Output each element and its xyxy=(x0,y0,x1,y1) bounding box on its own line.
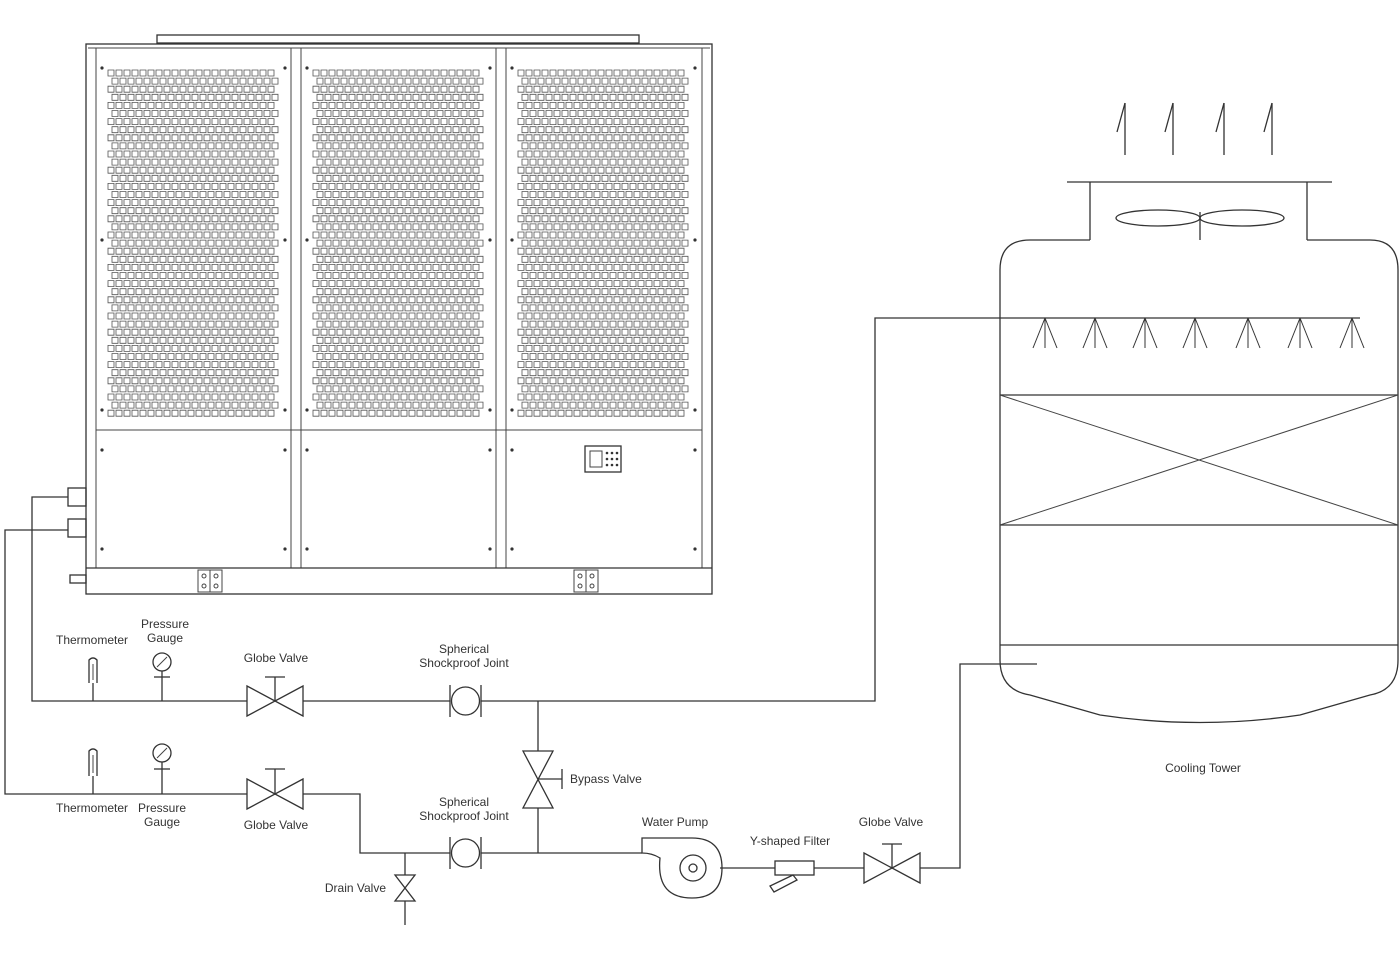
spray-nozzle-icon xyxy=(1235,317,1261,349)
thermometer-icon xyxy=(88,748,98,794)
bypass-valve-label: Bypass Valve xyxy=(570,772,642,786)
airflow-arrow xyxy=(1164,102,1174,155)
airflow-arrow xyxy=(1263,102,1273,155)
mounting-bracket xyxy=(573,569,599,593)
thermometer-label: Thermometer xyxy=(56,633,128,647)
airflow-arrow xyxy=(1215,102,1225,155)
spray-nozzle-icon xyxy=(1287,317,1313,349)
mounting-bracket xyxy=(197,569,223,593)
panel-bolt xyxy=(510,66,514,70)
water-outlet-connector xyxy=(67,487,87,507)
drain-connector xyxy=(69,574,87,584)
panel-bolt xyxy=(693,66,697,70)
globe-valve-label: Globe Valve xyxy=(859,815,924,829)
panel-bolt xyxy=(488,238,492,242)
globe-valve-label: Globe Valve xyxy=(244,818,309,832)
spray-nozzle-icon xyxy=(1182,317,1208,349)
panel-bolt xyxy=(283,408,287,412)
globe-valve-icon xyxy=(863,843,921,885)
panel-bolt xyxy=(283,66,287,70)
thermometer-icon xyxy=(88,657,98,701)
condenser-grille xyxy=(107,69,279,417)
return-pipe xyxy=(4,529,1037,869)
water-pump-label: Water Pump xyxy=(642,815,709,829)
y-filter-icon xyxy=(769,860,815,893)
condenser-grille xyxy=(312,69,484,417)
cooling-tower-icon xyxy=(999,102,1399,724)
panel-bolt xyxy=(693,408,697,412)
panel-bolt xyxy=(100,238,104,242)
drain-valve-label: Drain Valve xyxy=(325,881,386,895)
y-filter-label: Y-shaped Filter xyxy=(750,834,830,848)
panel-bolt xyxy=(510,547,514,551)
spray-nozzle-icon xyxy=(1132,317,1158,349)
globe-valve-icon xyxy=(246,768,304,811)
cooling-tower-label: Cooling Tower xyxy=(1165,761,1241,775)
panel-bolt xyxy=(283,547,287,551)
condenser-grille xyxy=(517,69,689,417)
globe-valve-label: Globe Valve xyxy=(244,651,309,665)
panel-bolt xyxy=(693,547,697,551)
spray-nozzle-icon xyxy=(1032,317,1058,349)
panel-bolt xyxy=(283,238,287,242)
panel-bolt xyxy=(488,547,492,551)
pump-icon xyxy=(641,837,723,899)
chiller-unit-icon xyxy=(67,34,713,595)
panel-bolt xyxy=(305,238,309,242)
panel-bolt xyxy=(488,448,492,452)
panel-bolt xyxy=(305,547,309,551)
panel-bolt xyxy=(510,408,514,412)
fan-icon xyxy=(1115,209,1285,240)
thermometer-label: Thermometer xyxy=(56,801,128,815)
panel-bolt xyxy=(100,408,104,412)
panel-bolt xyxy=(305,408,309,412)
control-panel-icon xyxy=(584,445,622,473)
pressure-gauge-icon xyxy=(152,743,172,794)
shockproof-joint-icon xyxy=(449,685,482,717)
spray-nozzle-icon xyxy=(1082,317,1108,349)
pressure-gauge-icon xyxy=(152,652,172,701)
water-inlet-connector xyxy=(67,518,87,538)
panel-bolt xyxy=(305,448,309,452)
shockproof-joint-icon xyxy=(449,837,482,869)
panel-bolt xyxy=(100,547,104,551)
panel-bolt xyxy=(488,66,492,70)
airflow-arrow xyxy=(1116,102,1126,155)
panel-bolt xyxy=(488,408,492,412)
panel-bolt xyxy=(100,66,104,70)
panel-bolt xyxy=(510,238,514,242)
panel-bolt xyxy=(693,238,697,242)
supply-pipe xyxy=(31,317,1360,702)
panel-bolt xyxy=(100,448,104,452)
panel-bolt xyxy=(305,66,309,70)
panel-bolt xyxy=(693,448,697,452)
panel-bolt xyxy=(510,448,514,452)
spray-nozzle-icon xyxy=(1339,317,1365,349)
globe-valve-icon xyxy=(246,676,304,718)
panel-bolt xyxy=(283,448,287,452)
drain-valve-icon xyxy=(393,853,417,925)
bypass-valve-icon xyxy=(521,750,563,809)
